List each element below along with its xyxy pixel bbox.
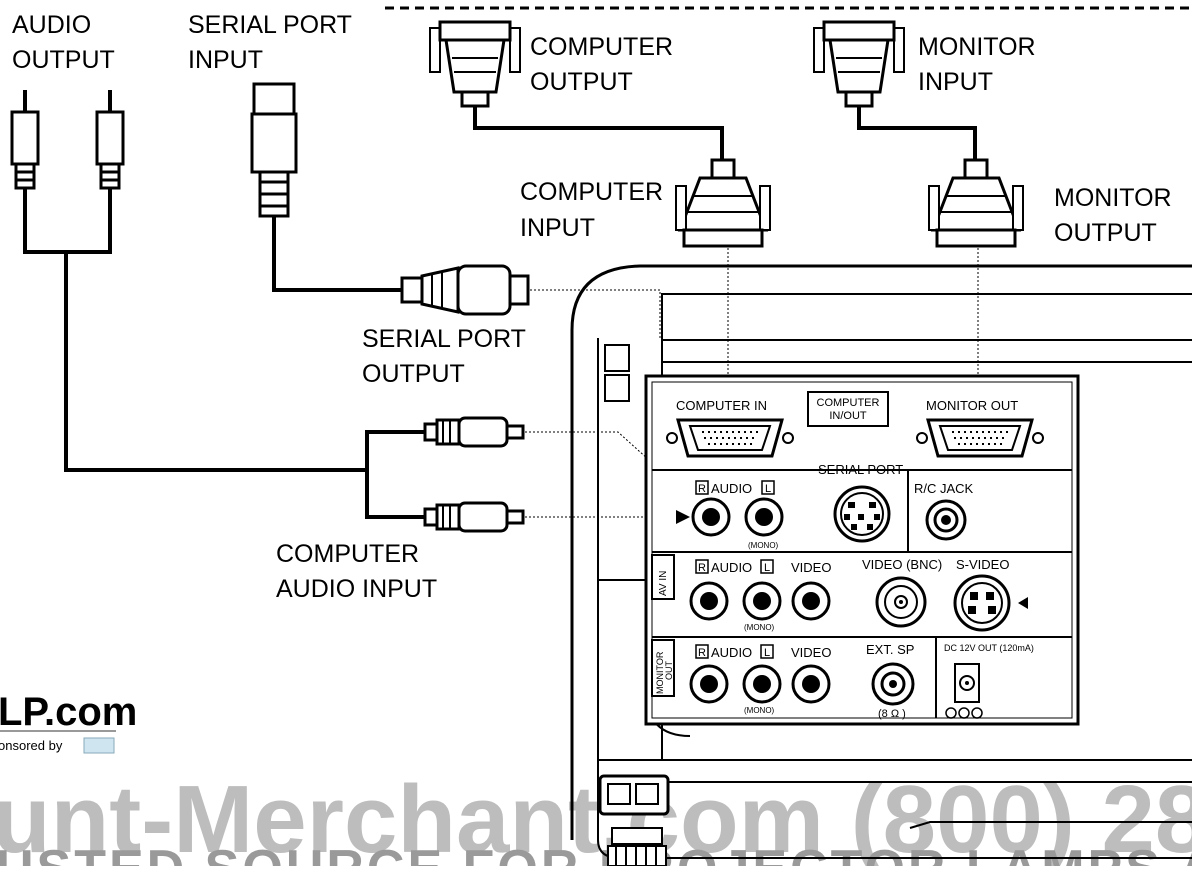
label-computer-output-2: OUTPUT <box>530 68 633 96</box>
panel-audio-r-1: R <box>698 483 706 495</box>
label-monitor-input-1: MONITOR <box>918 33 1036 61</box>
panel-dc-out: DC 12V OUT (120mA) <box>944 643 1034 653</box>
panel-ext-sp: EXT. SP <box>866 642 914 657</box>
label-computer-output-1: COMPUTER <box>530 33 673 61</box>
panel-audio-2: AUDIO <box>711 560 752 575</box>
panel-av-in: AV IN <box>658 571 669 596</box>
panel-mono-2: (MONO) <box>744 623 775 632</box>
panel-monitor-out: MONITOR OUT <box>926 398 1018 413</box>
projector-body <box>570 264 1192 867</box>
label-computer-input-2: INPUT <box>520 214 595 242</box>
serial-cable <box>250 82 661 340</box>
panel-audio-1: AUDIO <box>711 481 752 496</box>
av-in-jacks <box>689 574 1028 632</box>
watermark: unt-Merchant.com (800) 281-888 USTED SOU… <box>0 690 1192 871</box>
panel-computer-in: COMPUTER IN <box>676 398 767 413</box>
serial-port-socket <box>833 485 891 543</box>
computer-in-socket <box>666 418 794 458</box>
panel-video-2: VIDEO <box>791 645 831 660</box>
panel-computer-inout-1: COMPUTER <box>817 397 880 409</box>
computer-inout-box <box>807 391 889 427</box>
label-serial-port-output-2: OUTPUT <box>362 360 465 388</box>
panel-audio-r-2: R <box>698 562 706 574</box>
audio-output-cable <box>10 90 425 519</box>
panel-video-bnc: VIDEO (BNC) <box>862 557 942 572</box>
label-serial-port-input-1: SERIAL PORT <box>188 11 352 39</box>
panel-audio-3: AUDIO <box>711 645 752 660</box>
label-computer-input-1: COMPUTER <box>520 178 663 206</box>
label-serial-port-output-1: SERIAL PORT <box>362 325 526 353</box>
monitor-out-socket <box>916 418 1044 458</box>
watermark-merchant: unt-Merchant.com (800) 281-888 <box>0 766 1192 866</box>
panel-audio-l-2: L <box>764 562 770 574</box>
watermark-tagline: USTED SOURCE FOR PROJECTOR LAMPS AND ACC… <box>0 840 1192 866</box>
computer-vga-cable <box>429 20 771 395</box>
panel-audio-r-3: R <box>698 647 706 659</box>
label-monitor-output-1: MONITOR <box>1054 184 1172 212</box>
label-computer-audio-input-1: COMPUTER <box>276 540 419 568</box>
label-audio-output-1: AUDIO <box>12 11 91 39</box>
panel-video-1: VIDEO <box>791 560 831 575</box>
panel-mono-1: (MONO) <box>748 541 779 550</box>
panel-monitor-out-side-1: MONITOR <box>655 651 665 694</box>
label-monitor-output-2: OUTPUT <box>1054 219 1157 247</box>
panel-audio-l-1: L <box>765 483 771 495</box>
monitor-vga-cable <box>813 20 1024 395</box>
panel-rc-jack: R/C JACK <box>914 481 974 496</box>
panel-serial-port: SERIAL PORT <box>818 462 903 477</box>
panel-audio-l-3: L <box>764 647 770 659</box>
label-serial-port-input-2: INPUT <box>188 46 263 74</box>
watermark-site: LP.com <box>0 690 137 734</box>
panel-computer-inout-2: IN/OUT <box>829 410 867 422</box>
label-monitor-input-2: INPUT <box>918 68 993 96</box>
monitor-out-jacks <box>689 662 983 719</box>
label-audio-output-2: OUTPUT <box>12 46 115 74</box>
panel-ohm: (8 Ω ) <box>878 708 906 720</box>
label-computer-audio-input-2: AUDIO INPUT <box>276 575 437 603</box>
rc-jack-socket <box>925 499 967 541</box>
panel-s-video: S-VIDEO <box>956 557 1009 572</box>
computer-audio-jacks <box>676 497 784 537</box>
watermark-sponsor: onsored by <box>0 738 63 753</box>
computer-audio-plugs <box>423 416 765 533</box>
panel-monitor-out-side-2: OUT <box>664 661 674 681</box>
panel-mono-3: (MONO) <box>744 706 775 715</box>
